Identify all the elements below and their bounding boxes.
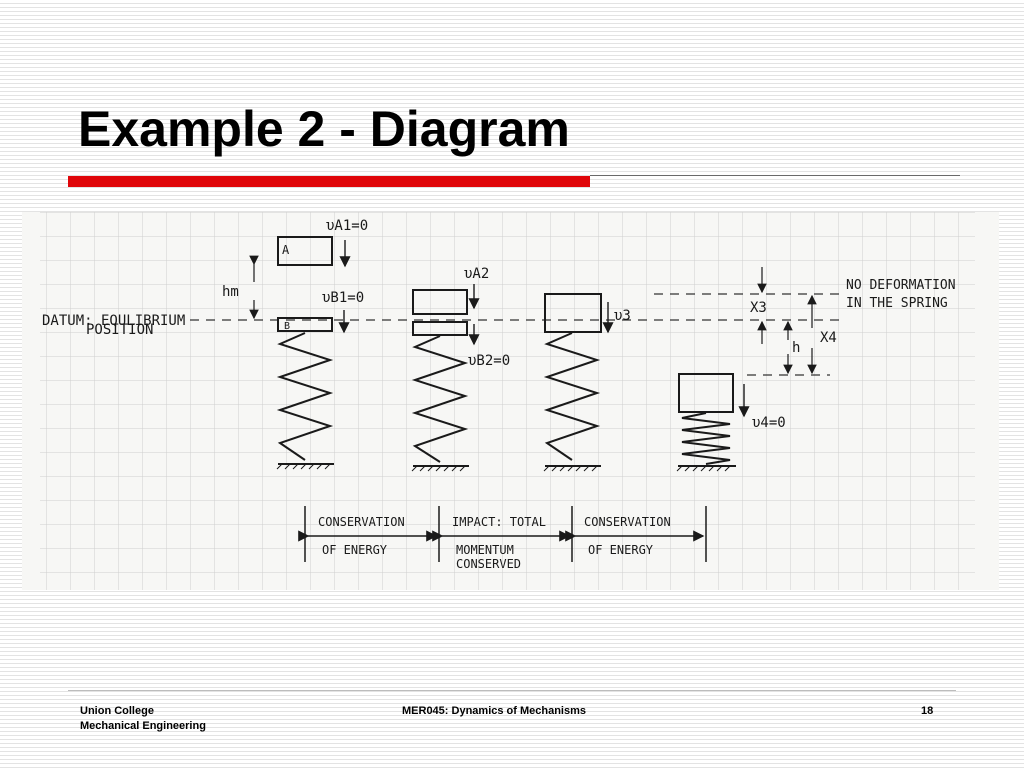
block-b — [277, 317, 333, 332]
x3-label: X3 — [750, 300, 767, 316]
phase-3-line1: CONSERVATION — [584, 515, 671, 529]
datum-label-2: POSITION — [86, 322, 153, 338]
spring-1 — [276, 332, 334, 461]
title-underline-thin — [590, 175, 960, 176]
v-a2-label: υA2 — [464, 266, 489, 282]
ground-hatch-3 — [543, 465, 598, 472]
diagram-svg: DATUM: EQULIBRIUM POSITION A υA1=0 hm B … — [40, 212, 975, 590]
footer-course: MER045: Dynamics of Mechanisms — [402, 705, 587, 717]
title-underline-red — [68, 176, 590, 187]
phase-2-line1: IMPACT: TOTAL — [452, 515, 546, 529]
block-ab-4 — [678, 373, 734, 413]
h-label: h — [792, 340, 800, 356]
block-a-label: A — [282, 243, 290, 257]
spring-2 — [411, 335, 469, 463]
footer-institution: Union College Mechanical Engineering — [80, 704, 206, 734]
x4-label: X4 — [820, 330, 837, 346]
block-a — [277, 236, 333, 266]
spring-3 — [543, 332, 601, 461]
datum-label: DATUM: EQULIBRIUM — [42, 313, 185, 329]
phase-3-line2: OF ENERGY — [588, 543, 654, 557]
v-a1-label: υA1=0 — [326, 218, 368, 234]
phase-2-line2: MOMENTUM — [456, 543, 514, 557]
footer-divider — [68, 690, 956, 691]
h-m-label: hm — [222, 284, 239, 300]
v-3-label: υ3 — [614, 308, 631, 324]
ground-hatch-4 — [676, 465, 731, 472]
block-b-label: B — [284, 321, 290, 332]
no-deformation-label-2: IN THE SPRING — [846, 296, 948, 311]
ground-hatch-1 — [276, 463, 331, 470]
phase-2-line3: CONSERVED — [456, 557, 521, 571]
block-ab-3 — [544, 293, 602, 333]
v-4-label: υ4=0 — [752, 415, 786, 431]
phase-1-line2: OF ENERGY — [322, 543, 388, 557]
footer-department: Mechanical Engineering — [80, 720, 206, 732]
v-b1-label: υB1=0 — [322, 290, 364, 306]
spring-4 — [681, 412, 731, 465]
slide-title: Example 2 - Diagram — [78, 101, 570, 157]
footer-college: Union College — [80, 705, 154, 717]
ground-hatch-2 — [411, 465, 466, 472]
page-number: 18 — [921, 705, 934, 717]
no-deformation-label: NO DEFORMATION — [846, 278, 956, 293]
block-b-2 — [412, 321, 468, 336]
grid-paper — [40, 212, 975, 590]
block-a-2 — [412, 289, 468, 315]
phase-1-line1: CONSERVATION — [318, 515, 405, 529]
v-b2-label: υB2=0 — [468, 353, 510, 369]
hand-drawn-diagram: DATUM: EQULIBRIUM POSITION A υA1=0 hm B … — [22, 212, 999, 590]
